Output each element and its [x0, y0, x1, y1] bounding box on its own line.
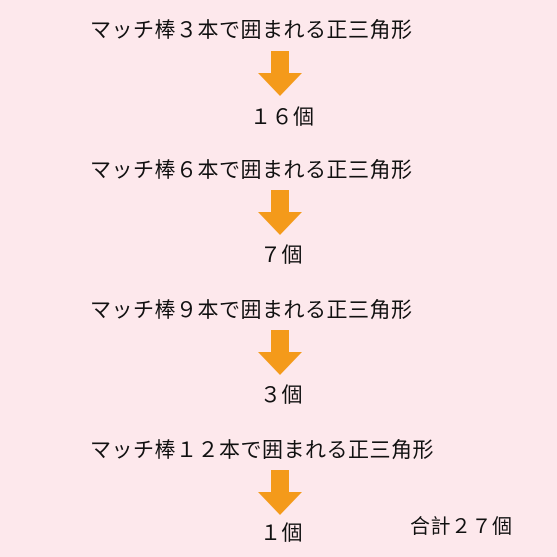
down-arrow-icon	[257, 190, 303, 236]
step-2-label: マッチ棒６本で囲まれる正三角形	[90, 158, 413, 182]
step-4-label: マッチ棒１２本で囲まれる正三角形	[90, 438, 434, 462]
step-3-count: ３個	[260, 383, 303, 407]
step-4-count: １個	[260, 521, 303, 545]
down-arrow-icon	[257, 330, 303, 376]
down-arrow-icon	[257, 470, 303, 516]
step-1-count: １６個	[250, 105, 315, 129]
step-3-label: マッチ棒９本で囲まれる正三角形	[90, 298, 413, 322]
down-arrow-icon	[257, 51, 303, 97]
total-count: 合計２７個	[410, 514, 513, 538]
step-2-count: ７個	[260, 243, 303, 267]
step-1-label: マッチ棒３本で囲まれる正三角形	[90, 18, 413, 42]
